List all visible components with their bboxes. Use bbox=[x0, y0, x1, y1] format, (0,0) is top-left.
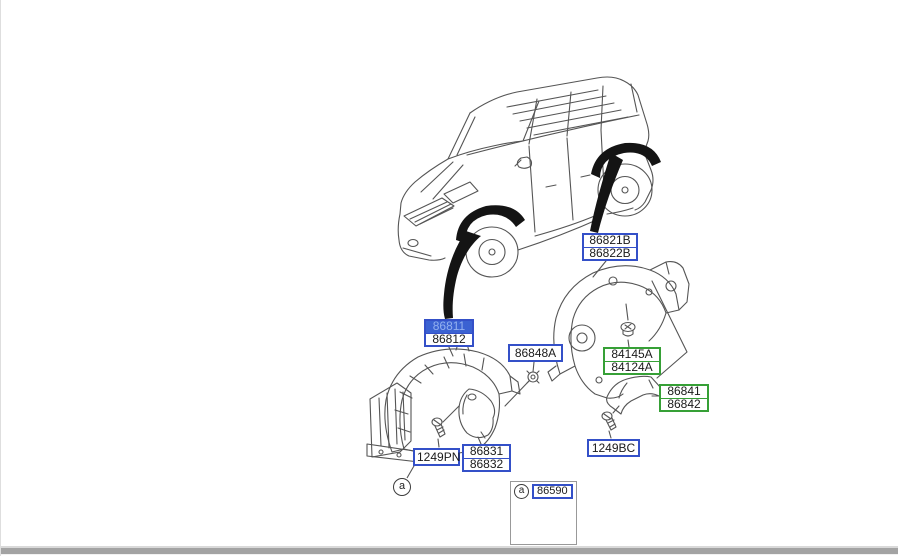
legend-box: a 86590 bbox=[510, 481, 577, 545]
part-label-front-mudguard: 86831 86832 bbox=[462, 444, 511, 472]
legend-header: a 86590 bbox=[511, 482, 576, 499]
part-link-86832[interactable]: 86832 bbox=[464, 457, 509, 471]
part-link-86812[interactable]: 86812 bbox=[426, 332, 472, 346]
part-label-rear-clip: 84145A 84124A bbox=[603, 347, 661, 375]
part-link-86841[interactable]: 86841 bbox=[667, 384, 701, 398]
part-link-86822B[interactable]: 86822B bbox=[584, 246, 636, 260]
part-link-86821B[interactable]: 86821B bbox=[589, 233, 631, 247]
part-link-86590[interactable]: 86590 bbox=[532, 484, 573, 499]
part-label-rear-liner: 86821B 86822B bbox=[582, 233, 638, 261]
rear-wheel-guard-drawing bbox=[547, 260, 690, 399]
part-link-1249BC[interactable]: 1249BC bbox=[587, 439, 640, 457]
car-illustration bbox=[397, 76, 661, 278]
part-link-86842[interactable]: 86842 bbox=[661, 397, 707, 411]
part-link-84124A[interactable]: 84124A bbox=[605, 360, 659, 374]
horizontal-scrollbar[interactable] bbox=[1, 546, 898, 555]
rear-clip-drawing bbox=[620, 303, 636, 348]
part-label-rear-mudguard: 86841 86842 bbox=[659, 384, 709, 412]
rear-callout-arrow bbox=[590, 153, 623, 233]
part-link-86811[interactable]: 86811 bbox=[426, 320, 472, 333]
part-link-86831[interactable]: 86831 bbox=[469, 444, 504, 458]
front-callout-arrow bbox=[443, 231, 481, 319]
rear-mud-guard-drawing bbox=[606, 375, 664, 415]
legend-marker-a: a bbox=[514, 484, 529, 499]
front-mud-guard-drawing bbox=[442, 388, 496, 445]
part-label-front-liner: 86811 86812 bbox=[424, 319, 474, 347]
front-screw-drawing bbox=[431, 417, 446, 448]
part-link-1249PN[interactable]: 1249PN bbox=[413, 448, 460, 466]
part-link-86848A[interactable]: 86848A bbox=[508, 344, 563, 362]
view-marker-a: a bbox=[393, 478, 411, 496]
part-link-84145A[interactable]: 84145A bbox=[611, 347, 653, 361]
front-clip-drawing bbox=[504, 361, 540, 407]
rear-screw-drawing bbox=[601, 411, 617, 439]
